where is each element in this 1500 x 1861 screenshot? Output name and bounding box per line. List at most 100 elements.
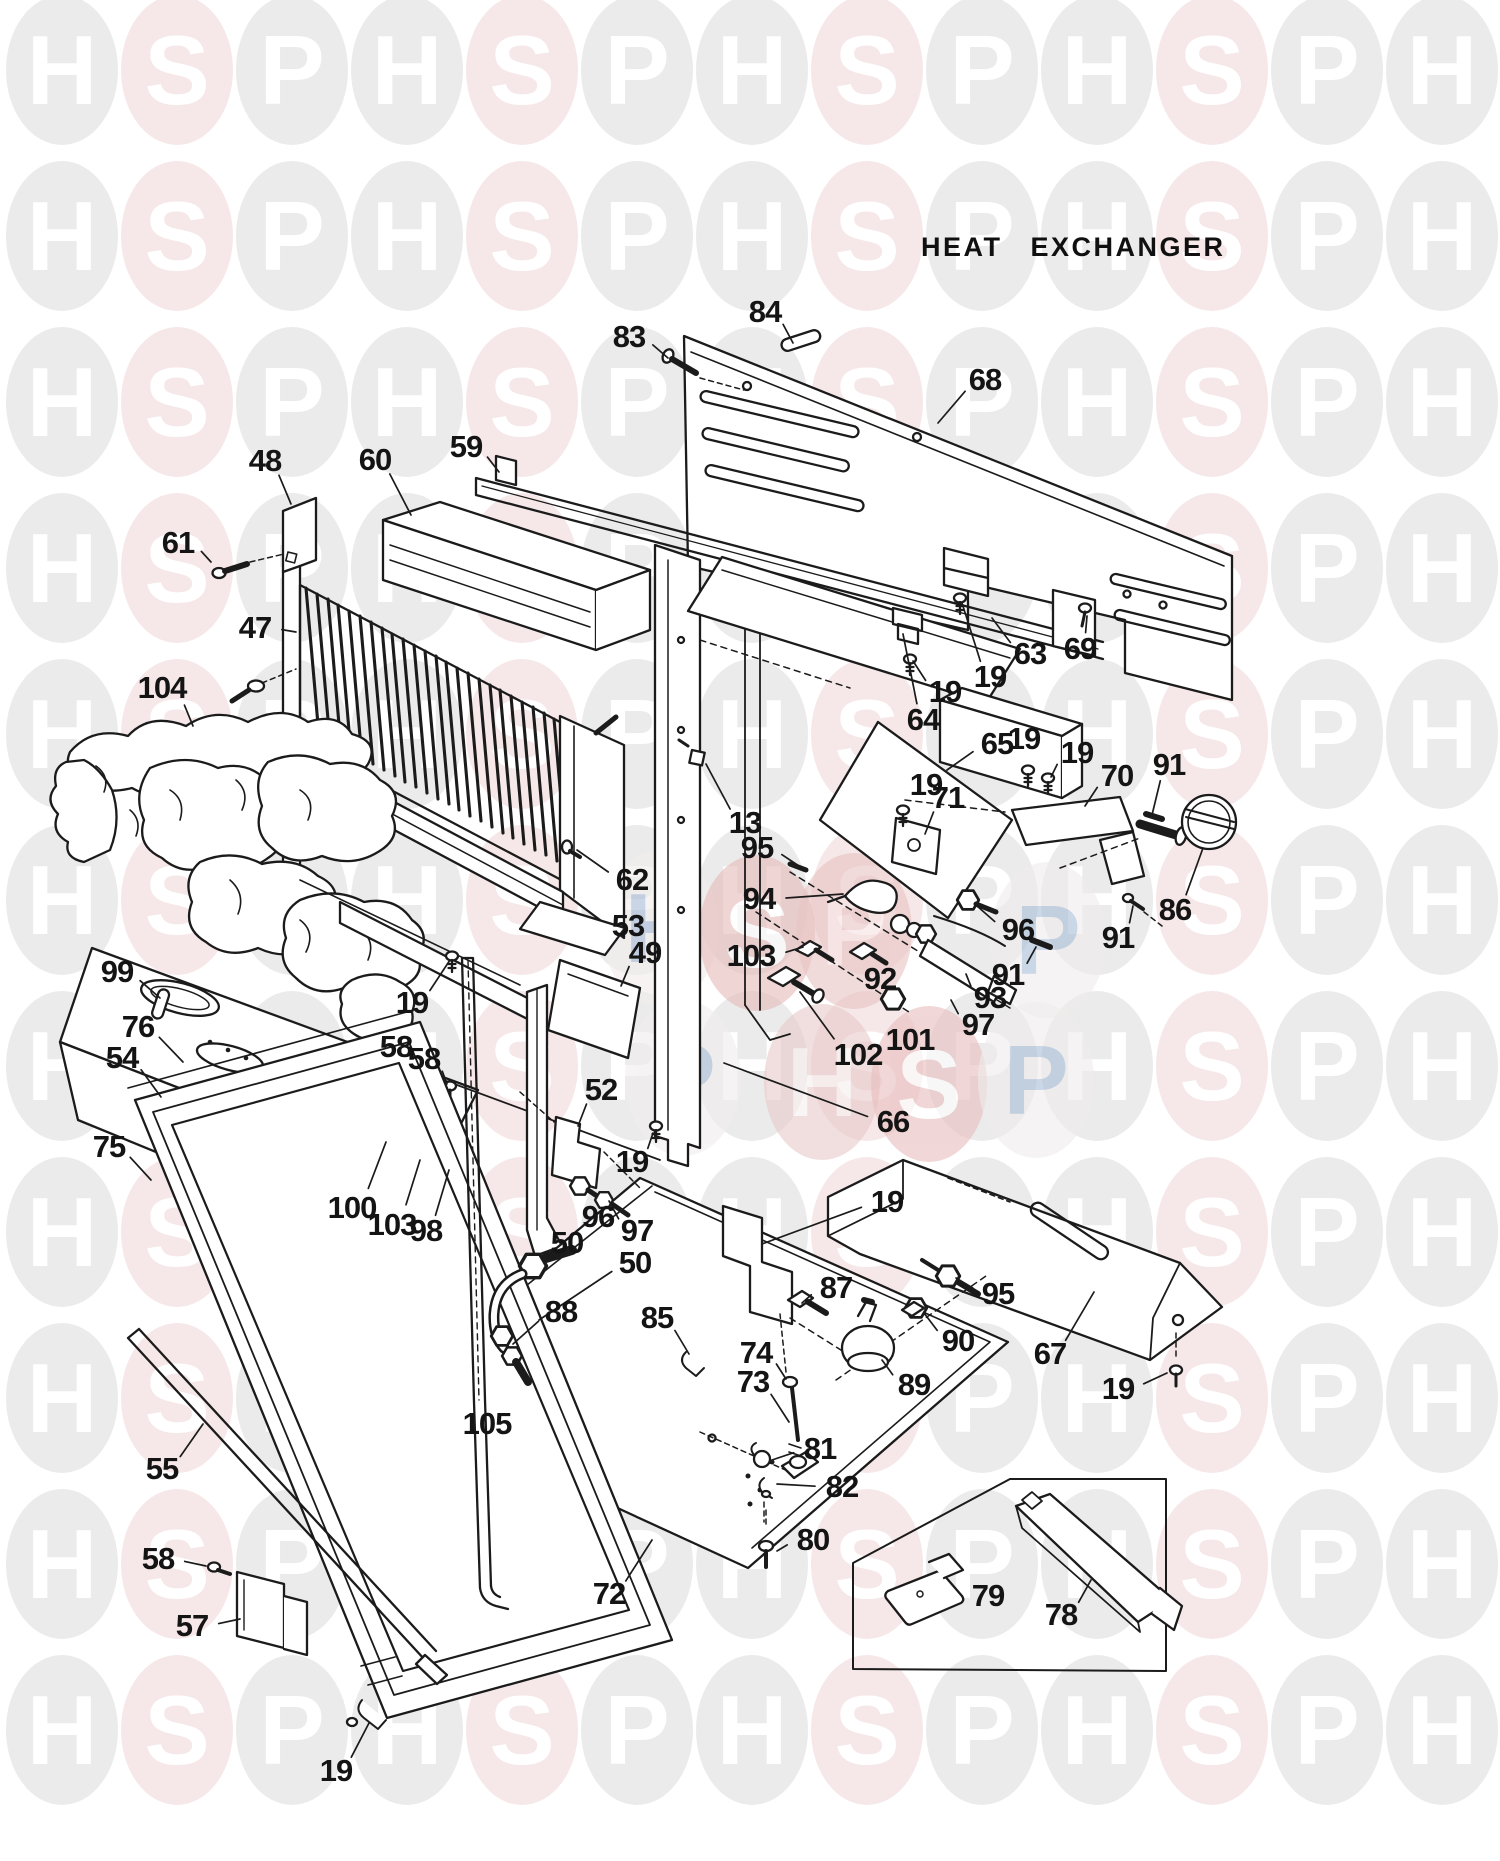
leader-line (183, 1560, 207, 1567)
part-label: 75 (92, 1129, 126, 1164)
part-label: 96 (581, 1199, 615, 1234)
watermark-letter: P (1271, 825, 1383, 975)
leader-line (183, 704, 194, 727)
leader-line (674, 1329, 690, 1355)
watermark-letter: P (1271, 0, 1383, 145)
leader-line (965, 973, 972, 988)
leader-line (912, 660, 927, 682)
part-label: 71 (931, 780, 965, 815)
watermark-letter: S (811, 161, 923, 311)
part-label: 72 (592, 1576, 626, 1611)
part-label: 73 (736, 1364, 770, 1399)
leader-line (776, 1483, 816, 1488)
part-label: 96 (1001, 912, 1035, 947)
watermark-letter: S (121, 1655, 233, 1805)
leader-line (441, 1070, 448, 1085)
leader-line (723, 1062, 869, 1118)
leader-line (1084, 786, 1099, 807)
leader-line (512, 1320, 540, 1345)
leader-line (950, 999, 960, 1015)
part-label: 90 (941, 1323, 975, 1358)
watermark-letter: H (6, 161, 118, 311)
watermark-letter: S (1156, 825, 1268, 975)
leader-line (1185, 847, 1204, 896)
leader-line (705, 763, 731, 810)
leader-line (350, 1722, 370, 1759)
watermark-letter: P (926, 1655, 1038, 1805)
watermark-letter: S (1156, 161, 1268, 311)
watermark-letter: H (1386, 327, 1498, 477)
part-label: 79 (971, 1578, 1005, 1613)
watermark-accent-letter: H (764, 1004, 880, 1160)
leader-line (976, 905, 996, 923)
part-label: 83 (612, 319, 646, 354)
leader-line (486, 456, 500, 473)
watermark-letter: H (1386, 161, 1498, 311)
part-label: 100 (327, 1190, 378, 1225)
watermark-letter: S (811, 1655, 923, 1805)
part-label: 59 (449, 429, 483, 464)
part-75-front-frame (127, 1009, 674, 1720)
part-label: 58 (141, 1541, 175, 1576)
part-label: 19 (973, 659, 1007, 694)
leader-line (281, 628, 297, 633)
leader-line (367, 1141, 387, 1190)
part-label: 97 (620, 1213, 654, 1248)
part-55-strip (126, 1327, 449, 1730)
watermark-letter: S (466, 327, 578, 477)
watermark-letter: H (351, 161, 463, 311)
watermark-letter: P (236, 161, 348, 311)
watermark-letter: H (1041, 327, 1153, 477)
part-label: 91 (1101, 920, 1135, 955)
part-label: 50 (618, 1245, 652, 1280)
inset-box (852, 1478, 1184, 1672)
watermark-letter: S (466, 161, 578, 311)
leader-line (405, 1159, 421, 1206)
part-label: 19 (395, 985, 429, 1020)
part-105-pipe (460, 956, 705, 1611)
part-label: 80 (796, 1522, 830, 1557)
part-label: 95 (740, 830, 774, 865)
part-label: 94 (742, 881, 776, 916)
part-label: 92 (863, 961, 897, 996)
part-52-bracket (519, 1091, 794, 1326)
part-label: 49 (628, 935, 662, 970)
part-label: 95 (981, 1276, 1015, 1311)
leader-line (761, 1206, 863, 1245)
part-label: 99 (100, 954, 134, 989)
leader-line (434, 1169, 450, 1217)
part-60-combustion-box (381, 500, 652, 652)
watermark-letter: H (696, 1655, 808, 1805)
leader-line (429, 959, 451, 992)
watermark-letter: P (926, 1323, 1038, 1473)
leader-line (924, 811, 935, 835)
part-label: 104 (137, 670, 188, 705)
watermark-letter: H (1041, 161, 1153, 311)
leader-line (955, 1277, 974, 1289)
leader-line (801, 1293, 813, 1304)
watermark-letter: S (121, 1323, 233, 1473)
watermark-letter: P (1271, 1489, 1383, 1639)
leader-line (1084, 615, 1088, 634)
leader-line (217, 1618, 241, 1625)
part-label: 69 (1063, 631, 1097, 666)
part-label: 48 (248, 443, 282, 478)
leader-line (780, 853, 800, 867)
leader-line (620, 965, 630, 987)
watermark-letter: P (1271, 1655, 1383, 1805)
watermark-letter: H (696, 161, 808, 311)
part-label: 54 (105, 1040, 139, 1075)
watermark-accent-letter: S (871, 1006, 987, 1162)
leader-line (576, 849, 610, 873)
part-label: 58 (407, 1041, 441, 1076)
watermark-letter: H (1386, 1655, 1498, 1805)
part-label: 61 (161, 525, 195, 560)
leader-line (140, 1068, 162, 1098)
leader-line (881, 1359, 894, 1376)
leader-line (785, 893, 844, 899)
part-label: 63 (1013, 636, 1047, 671)
leader-line (646, 1132, 654, 1150)
part-label: 91 (1152, 747, 1186, 782)
leader-line (139, 979, 161, 999)
leader-line (624, 1539, 653, 1582)
